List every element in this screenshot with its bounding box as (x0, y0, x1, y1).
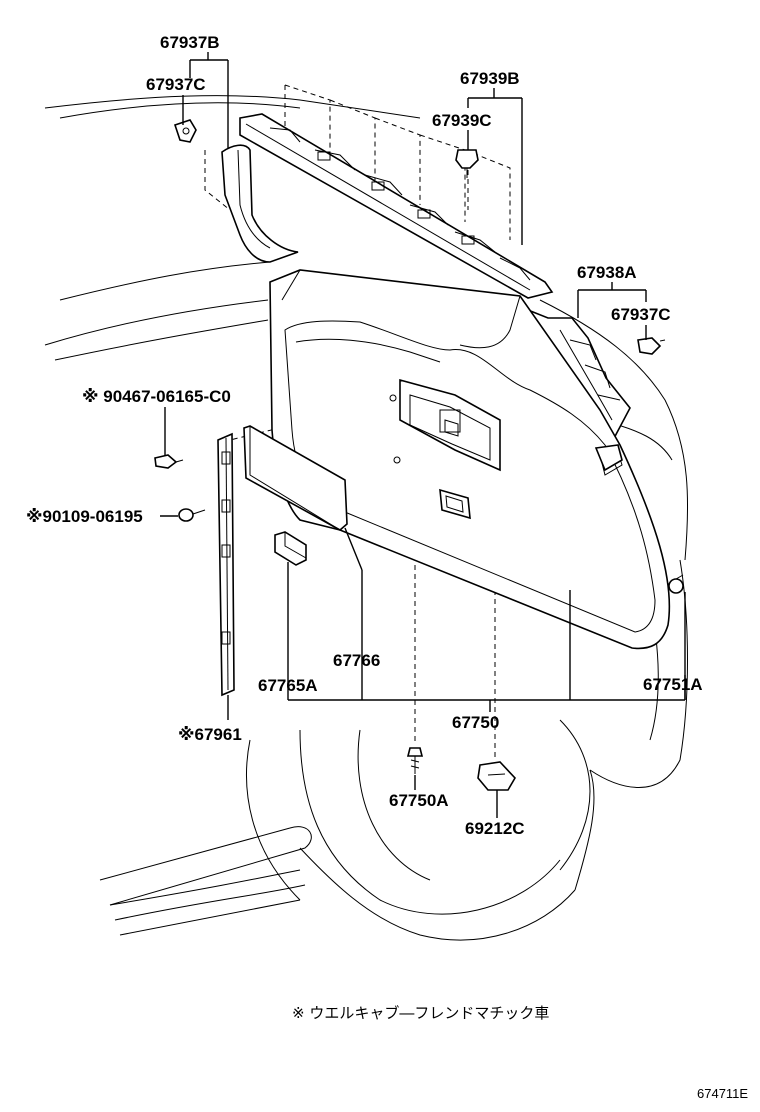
back-door-trim-board-67750 (269, 269, 671, 650)
part-labels: 67937B 67937C 67939B 67939C 67938A 67937… (26, 33, 703, 838)
clip-90467 (154, 454, 184, 469)
vehicle-body-outline (44, 95, 689, 941)
strip-67961 (217, 432, 235, 697)
cap-67765A (274, 531, 307, 566)
upper-garnish-67939B (239, 113, 554, 299)
label-67750A: 67750A (389, 791, 449, 810)
label-67938A: 67938A (577, 263, 637, 282)
footnote: ※ ウエルキャブ―フレンドマチック車 (292, 1004, 549, 1022)
label-67939B: 67939B (460, 69, 520, 88)
pillar-trim-left-67937B (221, 144, 299, 263)
label-67939C: 67939C (432, 111, 492, 130)
label-67765A: 67765A (258, 676, 318, 695)
clip-69212C (477, 761, 516, 791)
label-90467: ※ 90467-06165-C0 (82, 387, 231, 406)
clip-67939C (455, 149, 479, 178)
label-67750: 67750 (452, 713, 499, 732)
clip-67937C-left (173, 119, 197, 143)
clip-67937C-right (637, 337, 662, 355)
label-67937C-left: 67937C (146, 75, 206, 94)
label-69212C: 69212C (465, 819, 525, 838)
label-67751A: 67751A (643, 675, 703, 694)
screw-90109 (178, 508, 206, 522)
leader-lines (160, 52, 686, 818)
label-90109: ※90109-06195 (26, 507, 143, 526)
label-67961: ※67961 (178, 725, 242, 744)
screw-67750A (406, 747, 424, 774)
label-67766: 67766 (333, 651, 380, 670)
figure-code: 674711E (697, 1086, 748, 1101)
label-67937B: 67937B (160, 33, 220, 52)
cover-panel-67766 (243, 425, 348, 531)
clip-67751A (668, 574, 684, 594)
label-67937C-right: 67937C (611, 305, 671, 324)
